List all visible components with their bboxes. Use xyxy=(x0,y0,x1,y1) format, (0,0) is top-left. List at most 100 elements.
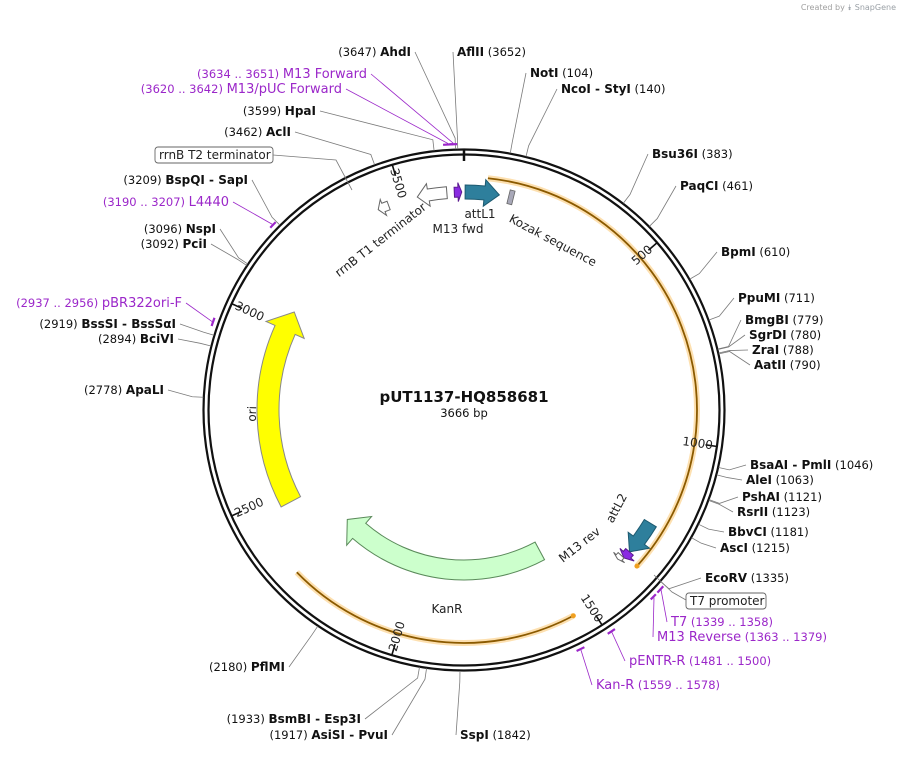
ori-label: ori xyxy=(245,406,260,422)
enzyme-name: ZraI xyxy=(752,343,779,357)
svg-text:T7 (1339 .. 1358): T7 (1339 .. 1358) xyxy=(670,615,773,630)
enzyme-position: (1842) xyxy=(489,728,531,742)
enzyme-position: (2919) xyxy=(39,317,81,331)
enzyme-pshai: PshAI (1121) xyxy=(709,490,822,504)
m13-fwd-label: M13 fwd xyxy=(433,222,484,236)
enzyme-position: (3599) xyxy=(243,104,285,118)
enzyme-name: Bsu36I xyxy=(652,147,698,161)
snapgene-logo: ⯯ xyxy=(847,3,852,12)
primer-name: M13 Forward xyxy=(283,67,367,82)
svg-text:rrnB T2 terminator: rrnB T2 terminator xyxy=(159,148,271,162)
enzyme-pflmi: (2180) PflMI xyxy=(209,626,318,674)
primer-position: (1481 .. 1500) xyxy=(685,654,771,668)
enzyme-ecorv: EcoRV (1335) xyxy=(661,571,789,589)
enzyme-name: BmgBI xyxy=(745,313,789,327)
primer-mark xyxy=(651,594,656,599)
tick-label: 1000 xyxy=(682,434,714,452)
enzyme-ahdi: (3647) AhdI xyxy=(338,45,455,149)
svg-text:BsaAI - PmlI (1046): BsaAI - PmlI (1046) xyxy=(750,458,873,472)
enzyme-name: AsiSI xyxy=(311,728,345,742)
svg-text:(3209) BspQI - SapI: (3209) BspQI - SapI xyxy=(123,173,248,187)
svg-text:AatII (790): AatII (790) xyxy=(754,358,821,372)
enzyme-name: AflII xyxy=(457,45,484,59)
enzyme-name: PpuMI xyxy=(738,291,780,305)
svg-text:(2180) PflMI: (2180) PflMI xyxy=(209,660,285,674)
primer-name: pENTR-R xyxy=(629,654,685,669)
tick-label: 3500 xyxy=(387,167,409,200)
rrnb-t2-callout: rrnB T2 terminator xyxy=(155,147,273,163)
svg-text:(3092) PciI: (3092) PciI xyxy=(141,237,207,251)
enzyme-apali: (2778) ApaLI xyxy=(84,383,203,397)
svg-text:PshAI (1121): PshAI (1121) xyxy=(742,490,822,504)
enzyme-position: (2778) xyxy=(84,383,126,397)
svg-text:PpuMI (711): PpuMI (711) xyxy=(738,291,815,305)
primer-name: Kan-R xyxy=(596,678,634,693)
m13-rev-label: M13 rev xyxy=(556,524,603,565)
enzyme-name: PciI xyxy=(183,237,208,251)
enzyme-name: BsmBI xyxy=(269,712,311,726)
svg-text:SspI (1842): SspI (1842) xyxy=(460,728,531,742)
enzyme-name: AleI xyxy=(746,473,772,487)
primer-mark xyxy=(608,629,615,634)
svg-text:EcoRV (1335): EcoRV (1335) xyxy=(705,571,789,585)
orf-main-halo xyxy=(488,178,697,566)
svg-text:BbvCI (1181): BbvCI (1181) xyxy=(728,525,809,539)
enzyme-name: BssSI xyxy=(81,317,118,331)
orf-main-arrow-icon xyxy=(634,564,639,569)
svg-text:(3096) NspI: (3096) NspI xyxy=(144,222,216,236)
svg-text:T7 promoter: T7 promoter xyxy=(689,594,765,608)
enzyme-position: (3096) xyxy=(144,222,186,236)
ori-feature xyxy=(257,312,304,507)
attl2-label: attL2 xyxy=(603,491,630,525)
kanr-label: KanR xyxy=(432,602,463,616)
enzyme-position: (790) xyxy=(786,358,821,372)
enzyme-name: SspI xyxy=(460,728,489,742)
enzyme-position: (383) xyxy=(698,147,733,161)
enzyme-position: (461) xyxy=(718,179,753,193)
svg-text:(3634 .. 3651) M13 Forward: (3634 .. 3651) M13 Forward xyxy=(197,67,367,82)
svg-text:AscI (1215): AscI (1215) xyxy=(720,541,790,555)
orf-main xyxy=(488,178,697,566)
enzyme-ncoi: NcoI - StyI (140) xyxy=(526,82,665,156)
orf-kan-arrow-icon xyxy=(571,613,576,618)
svg-text:BmgBI (779): BmgBI (779) xyxy=(745,313,823,327)
primer-position: (1339 .. 1358) xyxy=(687,615,773,629)
enzyme-isoschizomer: Esp3I xyxy=(324,712,361,726)
enzyme-position: (3647) xyxy=(338,45,380,59)
enzyme-position: (1933) xyxy=(227,712,269,726)
rrnb-t1-label: rrnB T1 terminator xyxy=(332,200,429,280)
primer-position: (3634 .. 3651) xyxy=(197,67,283,81)
enzyme-name: NcoI xyxy=(561,82,591,96)
attl1-feature xyxy=(465,180,499,206)
enzyme-asisi: (1917) AsiSI - PvuI xyxy=(269,668,426,742)
primer-name: M13/pUC Forward xyxy=(227,82,342,97)
svg-text:(3599) HpaI: (3599) HpaI xyxy=(243,104,316,118)
enzyme-name: SgrDI xyxy=(749,328,787,342)
primer-mark xyxy=(270,222,275,228)
primer-position: (2937 .. 2956) xyxy=(16,296,102,310)
svg-text:ZraI (788): ZraI (788) xyxy=(752,343,814,357)
credit: Created by ⯯ SnapGene xyxy=(801,3,896,13)
tick-label: 2500 xyxy=(232,495,266,520)
enzyme-position: (2894) xyxy=(98,332,140,346)
enzyme-position: (1917) xyxy=(269,728,311,742)
enzyme-bcivi: (2894) BciVI xyxy=(98,332,211,346)
svg-text:(3620 .. 3642) M13/pUC Forwar: (3620 .. 3642) M13/pUC Forward xyxy=(141,82,342,97)
svg-text:(3647) AhdI: (3647) AhdI xyxy=(338,45,411,59)
svg-text:(3462) AclI: (3462) AclI xyxy=(224,125,291,139)
attl1-label: attL1 xyxy=(464,207,495,221)
enzyme-name: NotI xyxy=(530,66,559,80)
enzyme-position: (3209) xyxy=(123,173,165,187)
svg-text:(1917) AsiSI - PvuI: (1917) AsiSI - PvuI xyxy=(269,728,388,742)
svg-text:RsrII (1123): RsrII (1123) xyxy=(737,505,810,519)
enzyme-isoschizomer: SapI xyxy=(218,173,248,187)
svg-text:Kan-R (1559 .. 1578): Kan-R (1559 .. 1578) xyxy=(596,678,720,693)
svg-text:SgrDI (780): SgrDI (780) xyxy=(749,328,821,342)
enzyme-name: HpaI xyxy=(285,104,316,118)
enzyme-position: (1046) xyxy=(831,458,873,472)
primer-mark xyxy=(577,647,585,651)
enzyme-pcii: (3092) PciI xyxy=(141,237,247,265)
svg-text:PaqCI (461): PaqCI (461) xyxy=(680,179,753,193)
primer-name: T7 xyxy=(670,615,687,630)
svg-text:(2894) BciVI: (2894) BciVI xyxy=(98,332,174,346)
